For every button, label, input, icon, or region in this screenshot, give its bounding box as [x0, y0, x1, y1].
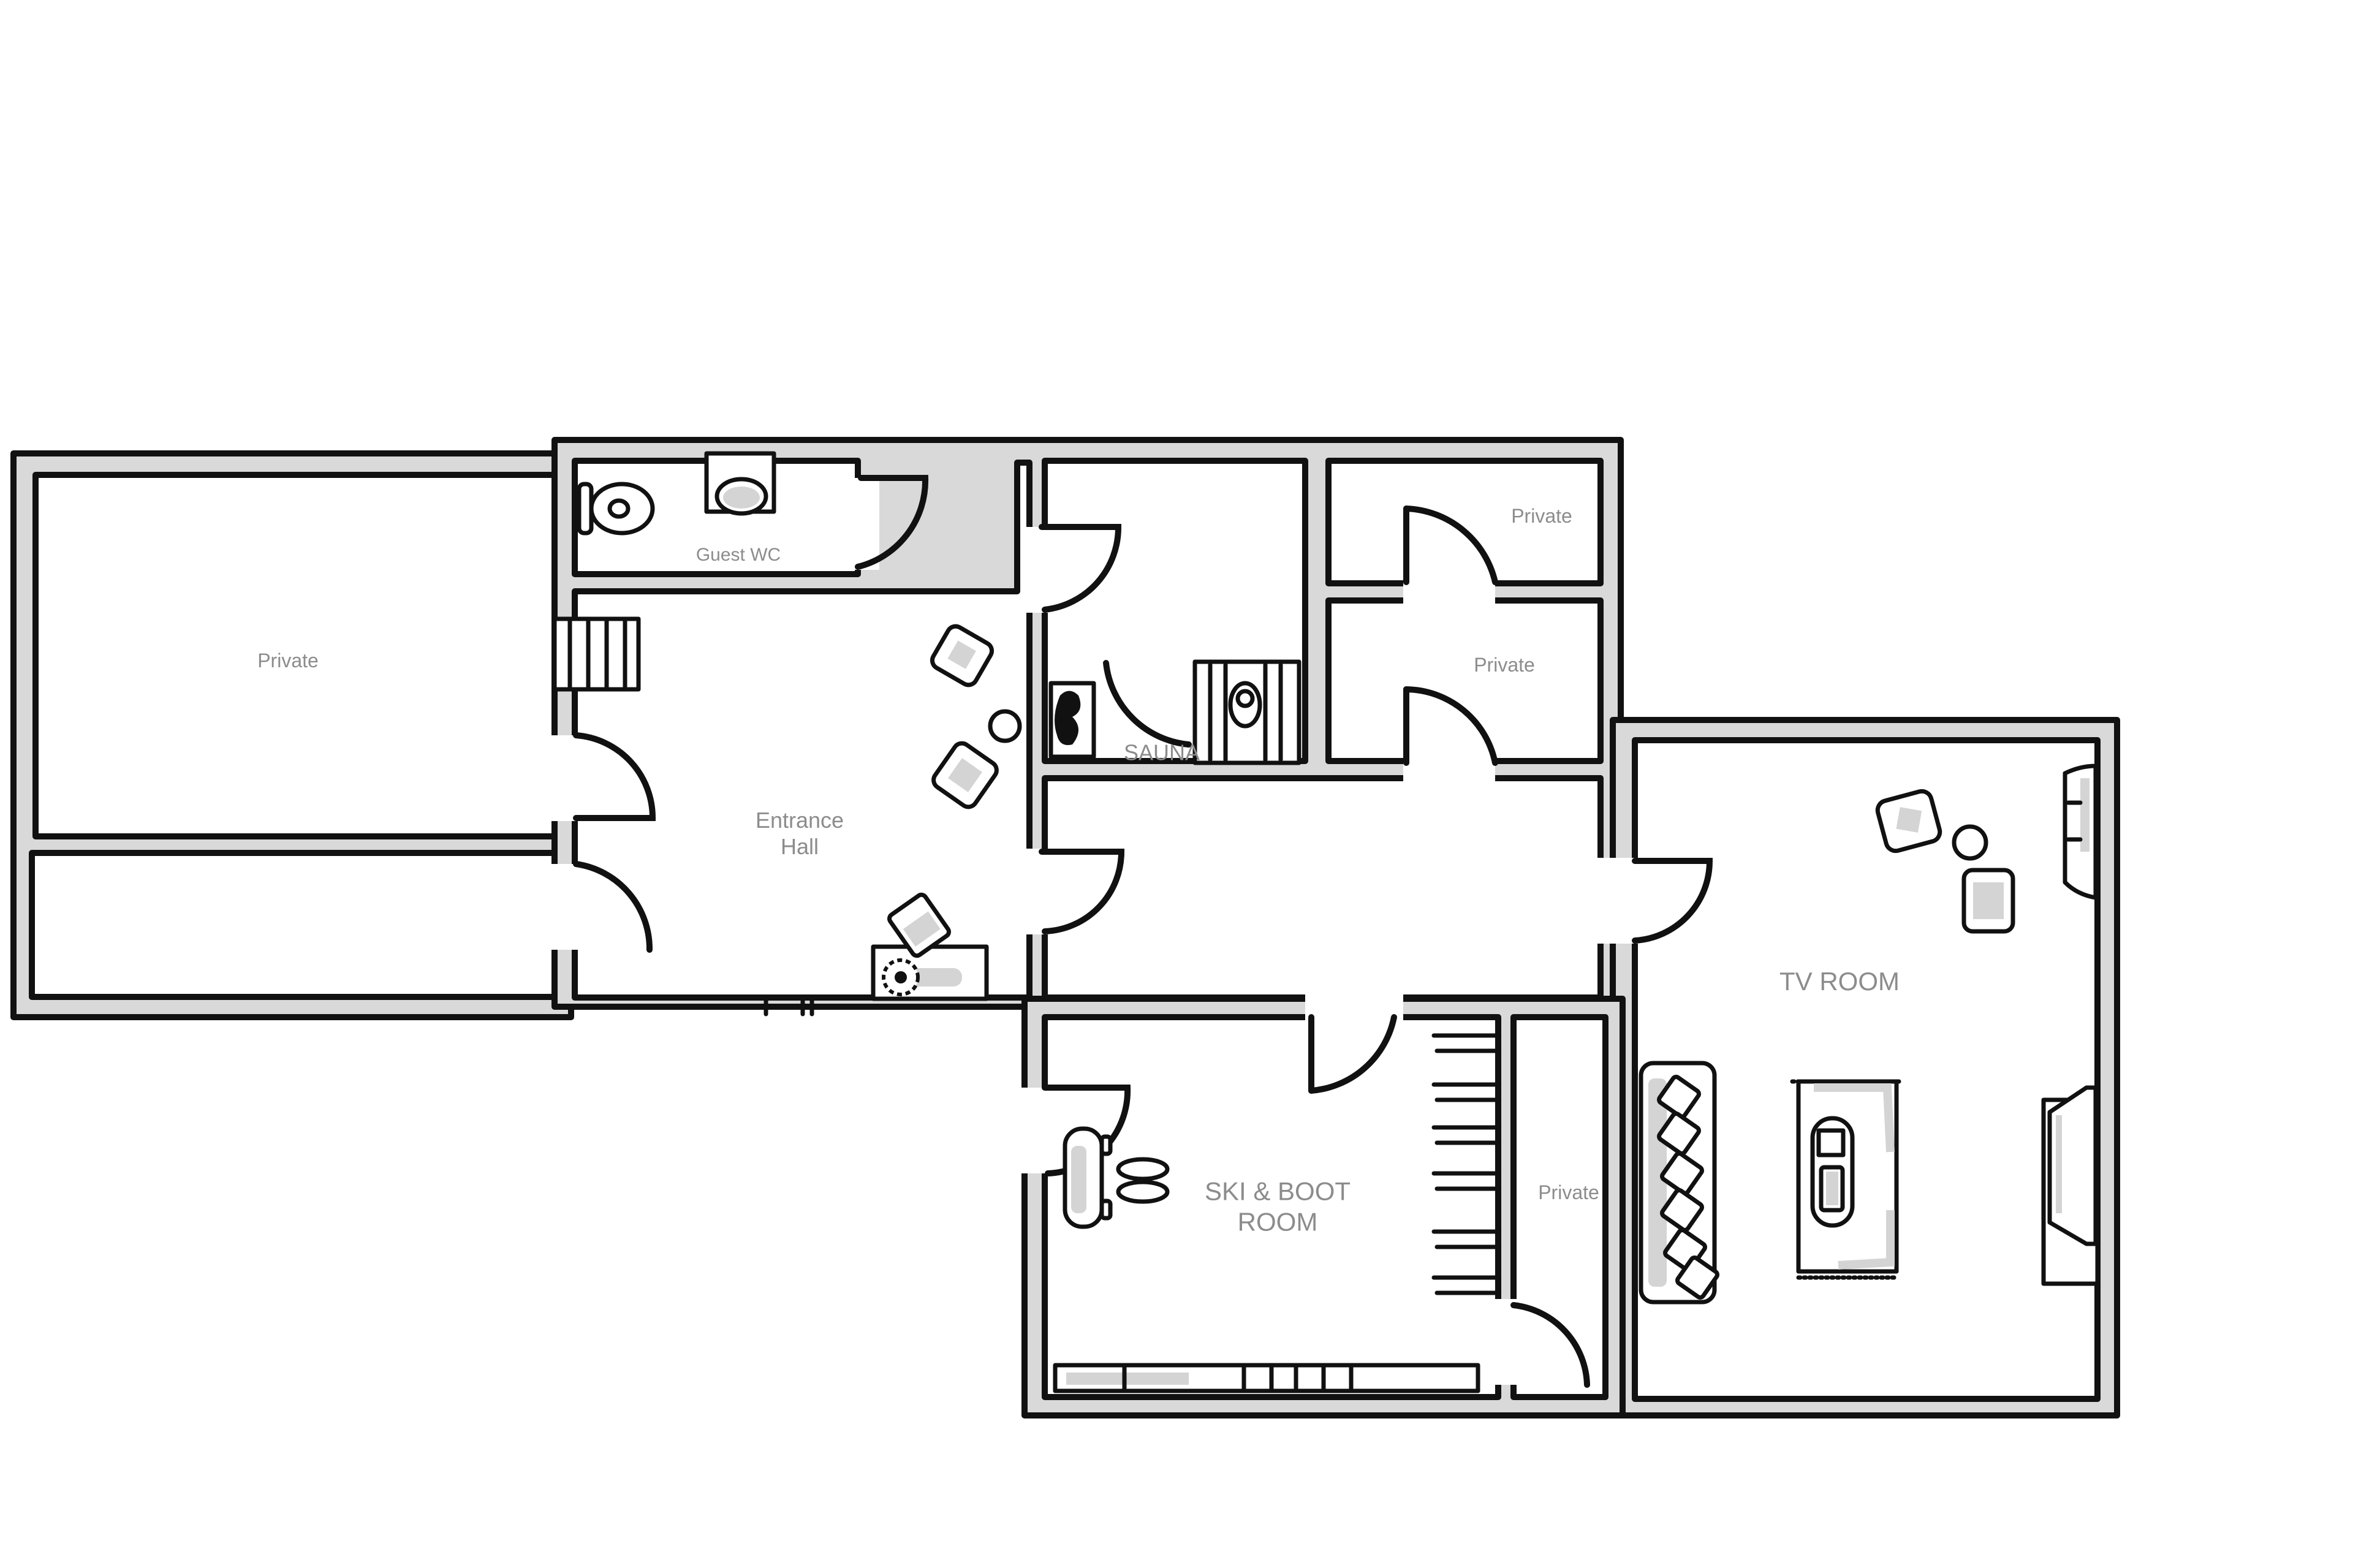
room-label-private-ski: Private [1538, 1181, 1599, 1203]
ski-boot-line1: SKI & BOOT [1204, 1176, 1351, 1206]
coffee-table-icon [1810, 1116, 1855, 1228]
room-label-private-mid-right: Private [1474, 653, 1535, 676]
washbasin-icon [704, 451, 776, 516]
room-label-private-left: Private [257, 649, 319, 672]
ski-boots-icon [1116, 1157, 1170, 1204]
staircase-icon [552, 616, 641, 692]
room-label-entrance-hall: Entrance Hall [756, 807, 844, 860]
sauna-stove-icon [1048, 681, 1096, 759]
lamp-icon [887, 892, 951, 958]
room-label-guest-wc: Guest WC [695, 545, 781, 565]
ski-room-walls [1021, 996, 1626, 1418]
side-table-icon [988, 709, 1022, 743]
room-label-tv-room: TV ROOM [1779, 966, 1900, 996]
cabinet-icon [2063, 763, 2098, 900]
armchair-icon [931, 741, 999, 809]
room-label-ski-boot-room: SKI & BOOT ROOM [1205, 1176, 1351, 1238]
flower-vase-icon [882, 958, 920, 996]
storage-bench-icon [1053, 1363, 1480, 1393]
armchair-icon [1961, 868, 2015, 934]
room-label-private-top-right: Private [1511, 504, 1572, 527]
entrance-hall-line1: Entrance [755, 807, 844, 833]
tv-unit-icon [2041, 1085, 2100, 1286]
ski-boot-line2: ROOM [1237, 1208, 1318, 1237]
shower-icon [1192, 659, 1302, 765]
left-block-walls [10, 450, 574, 1020]
doors [551, 475, 1713, 1388]
side-table-icon [1952, 824, 1988, 861]
room-label-sauna: SAUNA [1123, 740, 1200, 765]
ski-rack-icon [1431, 1033, 1499, 1295]
toilet-icon [577, 482, 655, 536]
boot-bench-icon [1063, 1126, 1113, 1229]
armchair-icon [930, 624, 995, 687]
armchair-icon [1875, 789, 1942, 854]
entrance-hall-line2: Hall [780, 834, 819, 859]
sofa-icon [1639, 1061, 1719, 1305]
